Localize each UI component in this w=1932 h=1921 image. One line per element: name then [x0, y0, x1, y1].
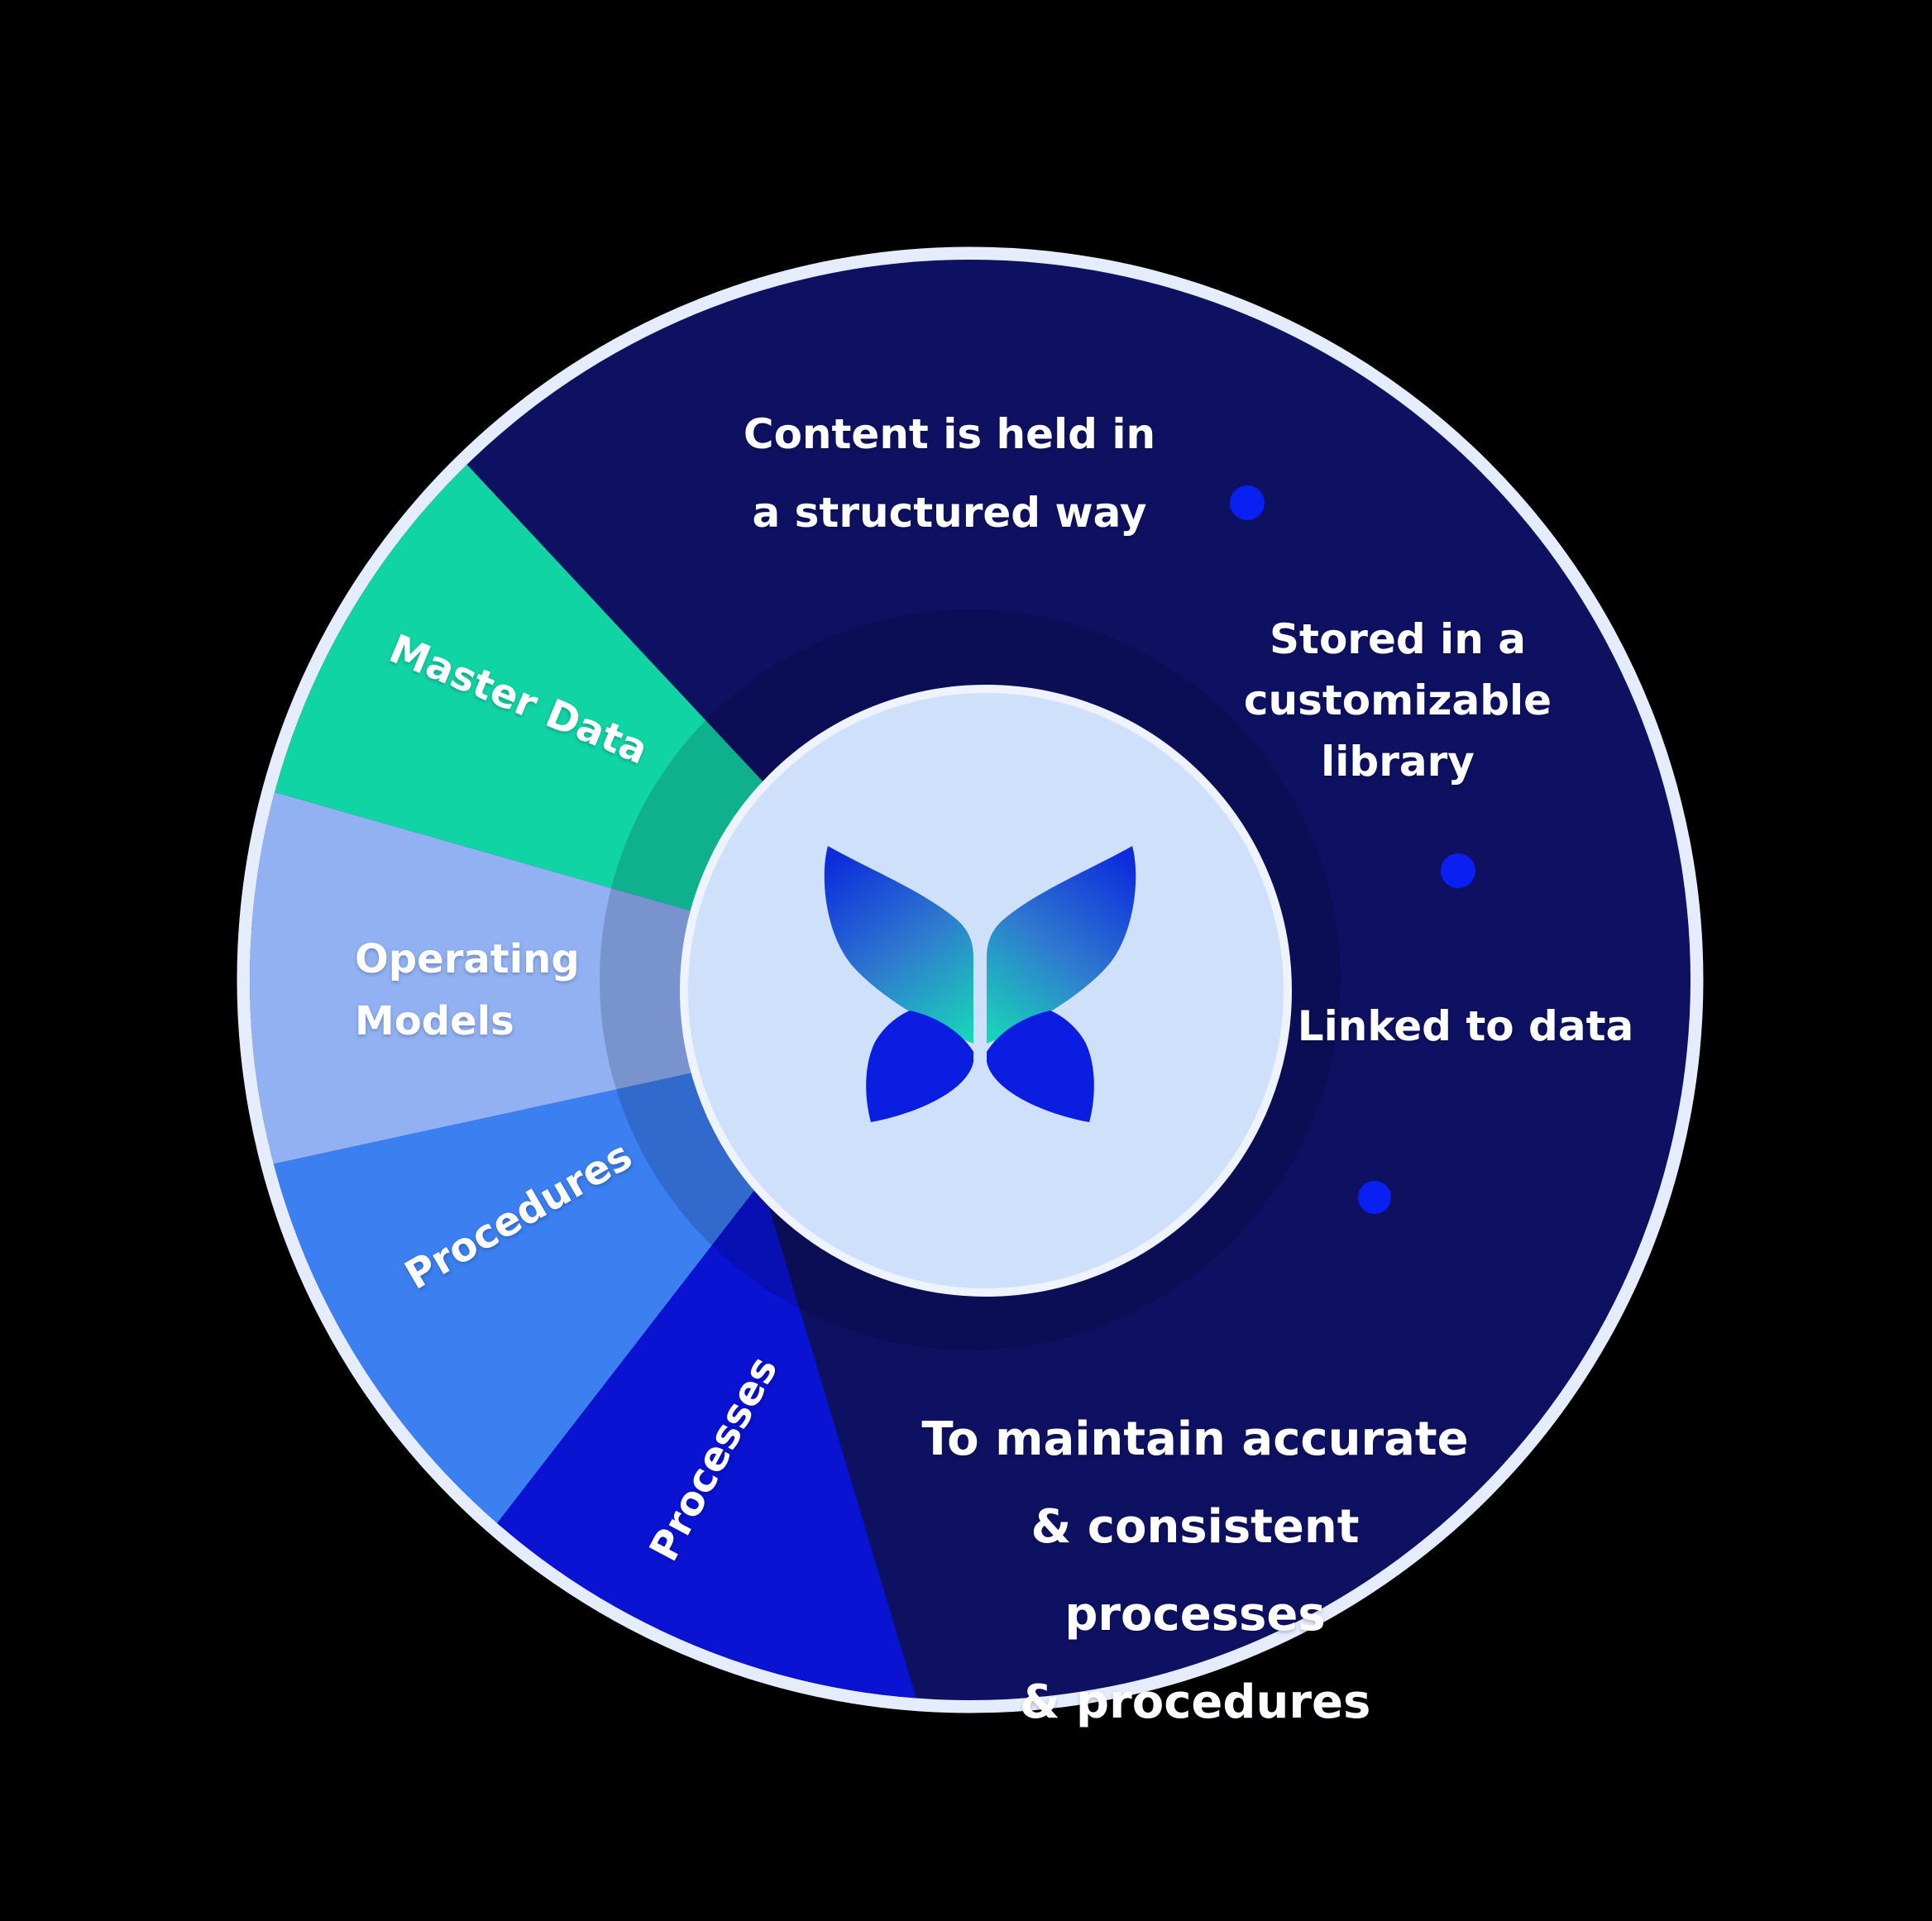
annotation-maintain-accurate: To maintain accurate & consistent proces…: [921, 1412, 1469, 1729]
butterfly-lower-left-wing: [866, 1011, 973, 1122]
outer-border-ring: [237, 246, 1704, 1713]
bullet-dot-3: [1358, 1181, 1391, 1214]
segment-label-operating-models: Operating Models: [355, 936, 580, 1044]
center-circle: [680, 685, 1292, 1297]
segment-operating-models: [250, 752, 736, 1183]
annotation-content-structured: Content is held in a structured way: [743, 410, 1156, 537]
annotation-stored-library: Stored in a customizable library: [1243, 615, 1552, 786]
bullet-dot-2: [1441, 853, 1475, 888]
annotation-linked-data: Linked to data: [1297, 1002, 1634, 1050]
butterfly-lower-right-wing: [987, 1011, 1094, 1122]
butterfly-upper-left-wing: [824, 846, 973, 1044]
butterfly-upper-right-wing: [987, 846, 1136, 1044]
butterfly-logo-icon: [824, 846, 1136, 1122]
segment-master-data: [250, 349, 777, 924]
bullet-dot-1: [1230, 485, 1265, 520]
